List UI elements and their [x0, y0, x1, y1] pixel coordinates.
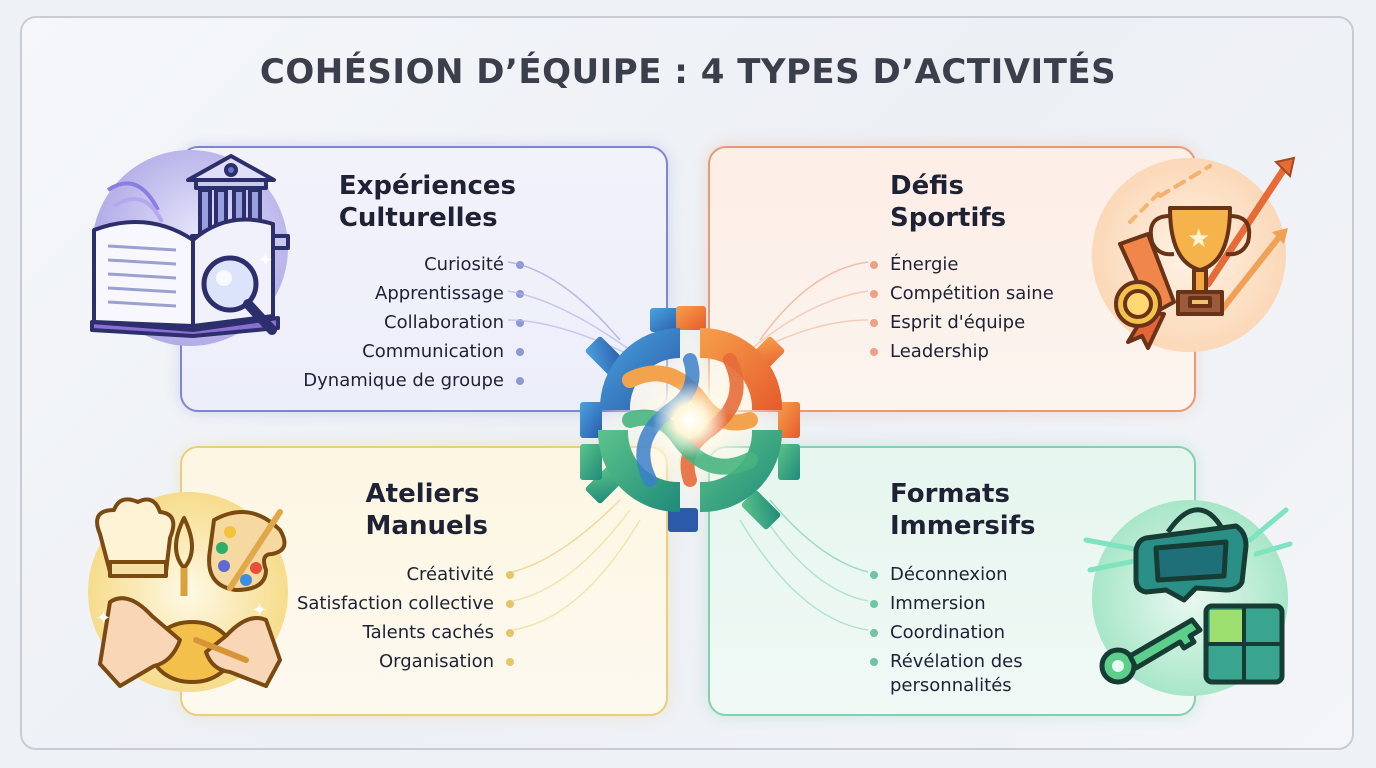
- list-item: Coordination: [870, 618, 1023, 647]
- card-heading: Défis Sportifs: [890, 170, 1006, 234]
- list-item: Dynamique de groupe: [303, 366, 524, 395]
- bullet-dot: [506, 600, 514, 608]
- list-item: Esprit d'équipe: [870, 308, 1054, 337]
- bullet-dot: [870, 629, 878, 637]
- bullet-dot: [516, 348, 524, 356]
- heading-line-2: Culturelles: [338, 203, 498, 233]
- list-item: Créativité: [297, 560, 514, 589]
- item-label: Coordination: [890, 622, 1006, 643]
- list-item: Organisation: [297, 647, 514, 676]
- list-item: Déconnexion: [870, 560, 1023, 589]
- chef-hat-whisk-palette-hands-icon: ✦ ✦: [95, 497, 287, 688]
- item-label: Immersion: [890, 593, 986, 614]
- bullet-dot: [516, 377, 524, 385]
- list-item: Leadership: [870, 337, 1054, 366]
- bullet-dot: [870, 571, 878, 579]
- bullet-dot: [870, 290, 878, 298]
- item-label: Talents cachés: [362, 622, 494, 643]
- heading-line-2: Sportifs: [890, 203, 1007, 233]
- benefits-list: Créativité Satisfaction collective Talen…: [296, 560, 514, 676]
- bullet-dot: [870, 600, 878, 608]
- bullet-dot: [516, 319, 524, 327]
- item-label: Révélation des: [890, 651, 1023, 672]
- interlocking-gears-icon: [580, 306, 800, 532]
- bullet-dot: [870, 348, 878, 356]
- list-item: Compétition saine: [870, 279, 1054, 308]
- bullet-dot: [506, 658, 514, 666]
- heading-line-1: Expériences: [338, 171, 516, 201]
- list-item: Satisfaction collective: [296, 589, 514, 618]
- item-label: Leadership: [890, 341, 989, 362]
- heading-line-2: Immersifs: [890, 511, 1036, 541]
- bullet-dot: [870, 658, 878, 666]
- card-cultural-experiences: Expériences Culturelles Curiosité Appren…: [180, 146, 668, 412]
- bullet-dot: [870, 261, 878, 269]
- item-label: Satisfaction collective: [296, 593, 494, 614]
- item-label: Compétition saine: [890, 283, 1054, 304]
- bullet-dot: [870, 319, 878, 327]
- item-label: Énergie: [890, 254, 959, 275]
- card-heading: Expériences Culturelles: [339, 170, 516, 234]
- list-item: Immersion: [870, 589, 1023, 618]
- list-item: Collaboration: [303, 308, 524, 337]
- item-label: Créativité: [406, 564, 494, 585]
- list-item: Révélation des personnalités: [870, 647, 1023, 698]
- item-label-continued: personnalités: [890, 675, 1012, 696]
- svg-text:✦: ✦: [252, 600, 267, 621]
- item-label: Esprit d'équipe: [890, 312, 1026, 333]
- heading-line-2: Manuels: [365, 511, 488, 541]
- item-label: Organisation: [378, 651, 494, 672]
- svg-text:✦: ✦: [258, 250, 273, 271]
- bullet-dot: [506, 629, 514, 637]
- list-item: Talents cachés: [297, 618, 514, 647]
- heading-line-1: Défis: [890, 171, 964, 201]
- list-item: Communication: [303, 337, 524, 366]
- benefits-list: Énergie Compétition saine Esprit d'équip…: [870, 250, 1054, 366]
- card-heading: Formats Immersifs: [890, 478, 1036, 542]
- item-label: Communication: [362, 341, 504, 362]
- item-label: Dynamique de groupe: [303, 370, 504, 391]
- svg-text:★: ★: [1187, 224, 1210, 254]
- benefits-list: Curiosité Apprentissage Collaboration Co…: [303, 250, 524, 395]
- item-label: Déconnexion: [890, 564, 1008, 585]
- card-heading: Ateliers Manuels: [366, 478, 488, 542]
- page-title: COHÉSION D’ÉQUIPE : 4 TYPES D’ACTIVITÉS: [259, 52, 1117, 92]
- vr-headset-key-puzzle-icon: [1083, 507, 1293, 685]
- bullet-dot: [506, 571, 514, 579]
- svg-text:✦: ✦: [96, 608, 111, 629]
- heading-line-1: Ateliers: [365, 479, 480, 509]
- item-label: Curiosité: [424, 254, 504, 275]
- book-museum-magnifier-icon: ✦: [90, 154, 290, 338]
- trophy-medal-arrows-icon: ★: [1114, 156, 1296, 350]
- benefits-list: Déconnexion Immersion Coordination Révél…: [870, 560, 1023, 698]
- heading-line-1: Formats: [890, 479, 1010, 509]
- item-label: Collaboration: [384, 312, 504, 333]
- list-item: Énergie: [870, 250, 1054, 279]
- item-label: Apprentissage: [375, 283, 504, 304]
